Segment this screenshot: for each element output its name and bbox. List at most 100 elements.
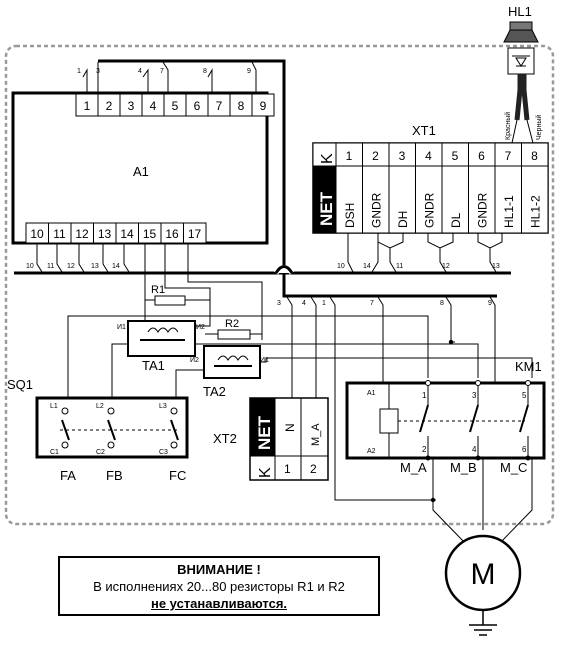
ta1-label: TA1 bbox=[142, 358, 165, 373]
km1-bottom-terminal bbox=[475, 455, 481, 461]
hl1-lamp bbox=[503, 21, 539, 144]
a1-top-wire-1: 1 bbox=[77, 68, 81, 75]
enclosure-border bbox=[4, 44, 555, 526]
ground-icon bbox=[469, 610, 497, 636]
xt1-signal-label: GNDR bbox=[370, 192, 384, 228]
ta2-i2: И2 bbox=[190, 357, 199, 364]
sq1-bottom-label: C2 bbox=[96, 449, 105, 456]
sq1-top-label: L1 bbox=[50, 403, 58, 410]
a1-top-pin-label: 1 bbox=[84, 99, 91, 113]
xt1-pin-label: 2 bbox=[372, 149, 379, 163]
bus-wire-4: 4 bbox=[302, 300, 306, 307]
a1-bottom-wire-12: 12 bbox=[67, 263, 75, 270]
motor-label: M bbox=[471, 558, 496, 591]
a1-top-wire-9: 9 bbox=[247, 68, 251, 75]
xt2-ma: M_A bbox=[310, 423, 322, 446]
xt1-pin-label: 1 bbox=[346, 149, 353, 163]
sq1-top-label: L3 bbox=[159, 403, 167, 410]
km1-label: KM1 bbox=[515, 359, 542, 374]
ta1-i2: И2 bbox=[196, 324, 205, 331]
km1-coil bbox=[379, 408, 399, 434]
sq1-bottom-terminal bbox=[61, 441, 69, 449]
xt1-pin-label: 4 bbox=[425, 149, 432, 163]
xt1-net: NET bbox=[317, 191, 336, 226]
xt1-signal-label: HL1-2 bbox=[529, 195, 543, 228]
sq1-top-terminal bbox=[61, 407, 69, 415]
a1-top-pin-label: 6 bbox=[194, 99, 201, 113]
xt1-pin-label: 3 bbox=[399, 149, 406, 163]
notice-title: ВНИМАНИЕ ! bbox=[177, 562, 261, 577]
xt1-net-box bbox=[313, 166, 336, 233]
a1-top-pin-label: 5 bbox=[172, 99, 179, 113]
bus-wire-9: 9 bbox=[488, 300, 492, 307]
xt1-pin-label: 6 bbox=[478, 149, 485, 163]
a1-top-pin-label: 3 bbox=[128, 99, 135, 113]
ta2-transformer bbox=[203, 345, 261, 379]
xt2-pin-1: 1 bbox=[284, 462, 291, 476]
r2-label: R2 bbox=[225, 318, 239, 330]
xt1-signal-label: GNDR bbox=[476, 192, 490, 228]
sq1-bottom-label: C3 bbox=[159, 449, 168, 456]
warning-notice: ВНИМАНИЕ ! В исполнениях 20...80 резисто… bbox=[58, 556, 380, 616]
a1-top-wire-4: 4 bbox=[138, 68, 142, 75]
a1-bottom-pin-label: 11 bbox=[53, 227, 66, 241]
ta2-i1: И1 bbox=[260, 357, 269, 364]
a1-bottom-pin-label: 15 bbox=[143, 227, 157, 241]
km1-output-label: M_A bbox=[400, 460, 427, 475]
km1-top-label: 5 bbox=[522, 391, 527, 400]
ta1-transformer bbox=[127, 320, 196, 357]
km1-a1: A1 bbox=[367, 390, 376, 397]
a1-bottom-wire-10: 10 bbox=[26, 263, 34, 270]
a1-bottom-pin-label: 17 bbox=[188, 227, 202, 241]
a1-bottom-pin-label: 16 bbox=[165, 227, 179, 241]
km1-bottom-label: 4 bbox=[472, 445, 477, 454]
sq1-top-terminal bbox=[170, 407, 178, 415]
km1-contact-blade bbox=[419, 404, 429, 433]
a1-bottom-terminals: 10 11 12 13 14 15 16 17 bbox=[25, 222, 207, 244]
a1-bottom-pin-label: 13 bbox=[98, 227, 112, 241]
r2-resistor bbox=[217, 329, 251, 340]
a1-top-pin-9 bbox=[251, 93, 275, 117]
xt1-signal-cell bbox=[335, 165, 363, 234]
ta2-label: TA2 bbox=[203, 384, 226, 399]
km1-contact-blade bbox=[469, 404, 479, 433]
xt1-pin-label: 8 bbox=[531, 149, 538, 163]
sq1-switch-blade bbox=[107, 419, 116, 441]
xt2-n: N bbox=[283, 423, 297, 432]
km1-top-label: 3 bbox=[472, 391, 477, 400]
km1-bottom-terminal bbox=[525, 455, 531, 461]
xt1-signal-cell bbox=[362, 165, 390, 234]
bus-wire-7: 7 bbox=[370, 300, 374, 307]
bus-wire-8: 8 bbox=[440, 300, 444, 307]
a1-top-pin-label: 4 bbox=[150, 99, 157, 113]
km1-bottom-terminal bbox=[425, 455, 431, 461]
km1-bottom-label: 6 bbox=[522, 445, 527, 454]
km1-top-terminal bbox=[425, 380, 431, 386]
xt1-signal-cell bbox=[494, 165, 522, 234]
a1-bottom-pin-label: 14 bbox=[120, 227, 134, 241]
a1-bottom-pin-label: 12 bbox=[75, 227, 89, 241]
km1-a2: A2 bbox=[367, 448, 376, 455]
xt1-wire-13: 13 bbox=[492, 263, 500, 270]
a1-top-pin-label: 9 bbox=[260, 99, 267, 113]
xt1-signal-label: DH bbox=[396, 211, 410, 228]
a1-top-wire-8: 8 bbox=[203, 68, 207, 75]
a1-top-wire-7: 7 bbox=[160, 68, 164, 75]
xt1-signal-label: DL bbox=[449, 212, 463, 228]
xt1-signal-cell bbox=[388, 165, 416, 234]
km1-top-terminal bbox=[475, 380, 481, 386]
a1-bottom-pin-label: 10 bbox=[30, 227, 44, 241]
sq1-bottom-label: C1 bbox=[50, 449, 59, 456]
xt1-signal-label: DSH bbox=[343, 203, 357, 228]
sq1-bottom-terminal bbox=[170, 441, 178, 449]
xt1-k: K bbox=[319, 153, 336, 164]
bus-crossover bbox=[274, 265, 294, 274]
xt1-signal-label: HL1-1 bbox=[502, 195, 516, 228]
notice-line2: не устанавливаются. bbox=[150, 596, 288, 611]
a1-bottom-wire-14: 14 bbox=[112, 263, 120, 270]
xt2-net-box bbox=[250, 398, 275, 456]
ta1-i1: И1 bbox=[117, 324, 126, 331]
